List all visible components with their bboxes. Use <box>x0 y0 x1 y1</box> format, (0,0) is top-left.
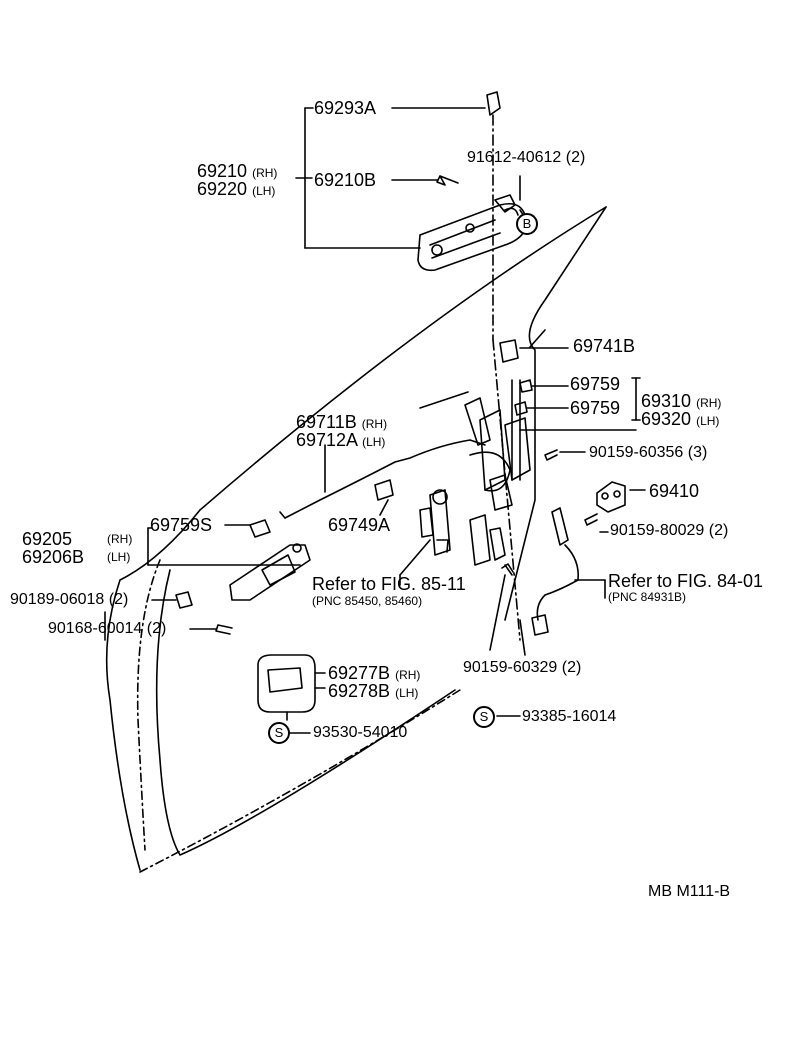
screw-90159-60356 <box>544 449 558 461</box>
marker-b: B <box>516 213 538 235</box>
label-69278b-suffix: (LH) <box>395 686 419 700</box>
label-90168-60014: 90168-60014 (2) <box>48 620 167 637</box>
label-69205: 69205 <box>22 530 72 548</box>
door-lock-assembly <box>464 379 531 511</box>
door-lock-striker <box>596 481 626 513</box>
label-91612: 91612-40612 (2) <box>467 149 586 166</box>
door-panel-left-dashed <box>136 559 161 851</box>
label-90159-60329: 90159-60329 (2) <box>463 659 582 676</box>
door-wire-harness <box>531 507 580 636</box>
label-69320-suffix: (LH) <box>696 414 720 428</box>
label-69759-lower: 69759 <box>570 398 621 418</box>
center-dash-line-lower <box>492 339 521 641</box>
label-69749a: 69749A <box>328 515 391 535</box>
inside-handle-bezel <box>257 654 316 713</box>
label-69278b: 69278B (LH) <box>328 682 418 700</box>
figure-code: MB M111-B <box>648 883 731 900</box>
label-69205-num: 69205 <box>22 529 73 549</box>
label-69712a-suffix: (LH) <box>362 435 386 449</box>
outside-handle-assembly <box>417 194 526 272</box>
door-panel-inner-curve <box>155 569 456 856</box>
clip-69759-a <box>519 379 533 393</box>
marker-s-left: S <box>268 722 290 744</box>
label-69711b-suffix: (RH) <box>361 417 388 431</box>
bushing-90189-06018 <box>175 591 193 609</box>
label-69206b-suffix: (LH) <box>107 550 131 564</box>
label-69320: 69320 (LH) <box>641 410 719 428</box>
label-69210-num: 69210 <box>197 161 248 181</box>
linkage-rod <box>284 439 486 519</box>
bolt-69210b <box>436 175 459 186</box>
lower-lock-bracket <box>469 514 491 566</box>
label-90159-60356: 90159-60356 (3) <box>589 444 708 461</box>
label-69711b-num: 69711B <box>296 412 357 432</box>
label-69220-num: 69220 <box>197 179 248 199</box>
clip-69759-b <box>514 401 528 416</box>
label-69310: 69310 (RH) <box>641 392 721 410</box>
label-69220: 69220 (LH) <box>197 180 275 198</box>
label-69310-suffix: (RH) <box>696 396 722 410</box>
label-69277b-suffix: (RH) <box>395 668 421 682</box>
label-69277b: 69277B (RH) <box>328 664 420 682</box>
clip-69759s <box>249 519 271 538</box>
door-lock-motor <box>419 489 451 556</box>
label-69310-num: 69310 <box>641 391 692 411</box>
label-69210-suffix: (RH) <box>252 166 278 180</box>
label-69278b-num: 69278B <box>328 681 391 701</box>
label-69210: 69210 (RH) <box>197 162 277 180</box>
label-69277b-num: 69277B <box>328 663 391 683</box>
label-69205-suffix: (RH) <box>107 532 133 546</box>
bracket-69741b <box>499 339 519 363</box>
label-69320-num: 69320 <box>641 409 692 429</box>
door-panel-upper-edge <box>199 206 607 511</box>
clip-69749a <box>374 479 394 501</box>
screw-90168-60014 <box>215 624 233 635</box>
screw-90159-60329 <box>501 563 514 576</box>
label-90189-06018: 90189-06018 (2) <box>10 591 129 608</box>
inside-handle-assembly <box>229 543 311 601</box>
label-69410: 69410 <box>649 481 700 501</box>
door-panel-lower-edge <box>105 509 201 871</box>
label-69759s: 69759S <box>150 515 213 535</box>
ref-fig-85-11-pnc: (PNC 85450, 85460) <box>312 594 423 608</box>
label-69220-suffix: (LH) <box>252 184 276 198</box>
label-69293a: 69293A <box>314 98 377 118</box>
ref-fig-84-01-pnc: (PNC 84931B) <box>608 590 687 604</box>
label-90159-80029: 90159-80029 (2) <box>610 522 729 539</box>
label-69711b: 69711B (RH) <box>296 413 387 431</box>
label-69712a-num: 69712A <box>296 430 358 450</box>
label-69712a: 69712A (LH) <box>296 431 385 449</box>
ref-fig-84-01: Refer to FIG. 84-01 <box>608 571 764 591</box>
clip-69293a <box>486 91 501 116</box>
label-69206b: 69206B <box>22 548 84 566</box>
label-69759-upper: 69759 <box>570 374 621 394</box>
label-69206b-num: 69206B <box>22 547 85 567</box>
label-69741b: 69741B <box>573 336 636 356</box>
marker-s-right: S <box>473 706 495 728</box>
label-93530-54010: 93530-54010 <box>313 724 408 741</box>
label-93385-16014: 93385-16014 <box>522 708 617 725</box>
ref-fig-85-11: Refer to FIG. 85-11 <box>312 574 466 594</box>
door-panel-bottom-dashed <box>139 689 461 873</box>
screw-90159-80029 <box>584 513 598 526</box>
label-69210b: 69210B <box>314 170 377 190</box>
